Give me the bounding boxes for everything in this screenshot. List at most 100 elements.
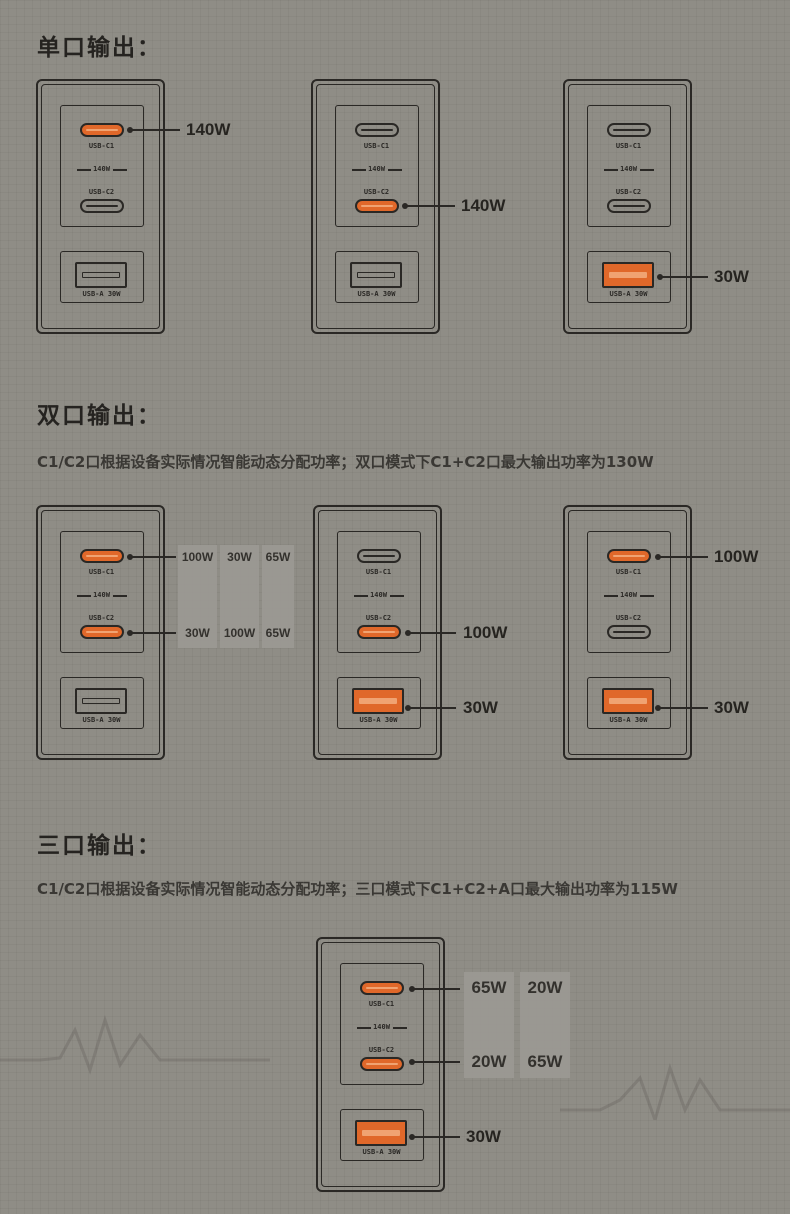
- background-waveform: [0, 1015, 790, 1120]
- c1-power-value: 30W: [227, 550, 252, 564]
- usb-c2-port-icon: [357, 625, 401, 639]
- usb-c2-port-icon: [80, 625, 124, 639]
- output-watt-label: 30W: [463, 698, 498, 717]
- usb-a-panel: USB-A 30W: [60, 677, 144, 729]
- usb-c1-port-icon: [357, 549, 401, 563]
- usb-c2-label: USB-C2: [88, 188, 115, 196]
- usb-c1-port-icon: [80, 123, 124, 137]
- charger-dual-c1-c2: USB-C1 140W USB-C2 USB-A 30W: [36, 505, 165, 760]
- usb-a-port-icon: [602, 262, 654, 288]
- divider: [77, 169, 91, 171]
- power-combo-column: 65W 20W: [464, 972, 514, 1078]
- c1-power-value: 65W: [265, 550, 291, 564]
- usb-c2-label: USB-C2: [363, 188, 390, 196]
- divider: [77, 595, 91, 597]
- usb-c-panel: USB-C1 140W USB-C2: [337, 531, 421, 653]
- leader-line: [409, 986, 460, 992]
- usb-a-label: USB-A 30W: [609, 290, 648, 298]
- rating-label: 140W: [93, 165, 110, 173]
- leader-line: [405, 630, 456, 636]
- output-watt-label: 140W: [461, 196, 506, 215]
- usb-c1-label: USB-C1: [615, 142, 642, 150]
- divider: [388, 169, 402, 171]
- leader-line: [127, 554, 176, 560]
- charger-single-a: USB-C1 140W USB-C2 USB-A 30W: [563, 79, 692, 334]
- rating-label: 140W: [368, 165, 385, 173]
- c1-power-value: 100W: [181, 550, 214, 564]
- usb-c1-port-icon: [355, 123, 399, 137]
- leader-line: [655, 705, 708, 711]
- rating-label: 140W: [620, 165, 637, 173]
- usb-c-panel: USB-C1 140W USB-C2: [335, 105, 419, 227]
- usb-c1-label: USB-C1: [368, 1000, 395, 1008]
- output-watt-label: 140W: [186, 120, 231, 139]
- usb-a-label: USB-A 30W: [82, 290, 121, 298]
- usb-a-panel: USB-A 30W: [335, 251, 419, 303]
- usb-c1-port-icon: [360, 981, 404, 995]
- c1-power-value: 20W: [527, 978, 563, 997]
- charger-dual-c2-a: USB-C1 140W USB-C2 USB-A 30W: [313, 505, 442, 760]
- c2-power-value: 30W: [185, 626, 210, 640]
- leader-line: [655, 554, 708, 560]
- usb-a-panel: USB-A 30W: [587, 677, 671, 729]
- rating-label: 140W: [93, 591, 110, 599]
- usb-a-port-icon: [75, 688, 127, 714]
- usb-a-panel: USB-A 30W: [340, 1109, 424, 1161]
- output-watt-label: 100W: [463, 623, 508, 642]
- usb-c1-port-icon: [607, 549, 651, 563]
- usb-c1-label: USB-C1: [615, 568, 642, 576]
- power-combo-column: 20W 65W: [520, 972, 570, 1078]
- output-watt-label: 30W: [714, 698, 749, 717]
- rating-label: 140W: [620, 591, 637, 599]
- power-combo-column: 30W 100W: [220, 545, 259, 648]
- usb-c2-port-icon: [607, 625, 651, 639]
- usb-c2-label: USB-C2: [615, 188, 642, 196]
- c2-power-value: 20W: [471, 1052, 507, 1071]
- usb-c2-port-icon: [355, 199, 399, 213]
- leader-line: [409, 1059, 460, 1065]
- charger-dual-c1-a: USB-C1 140W USB-C2 USB-A 30W: [563, 505, 692, 760]
- leader-line: [409, 1134, 460, 1140]
- divider: [640, 595, 654, 597]
- section-description-triple: C1/C2口根据设备实际情况智能动态分配功率；三口模式下C1+C2+A口最大输出…: [37, 880, 678, 898]
- leader-line: [127, 127, 180, 133]
- section-title-triple: 三口输出：: [37, 833, 162, 859]
- usb-a-label: USB-A 30W: [362, 1148, 401, 1156]
- c2-power-value: 65W: [527, 1052, 563, 1071]
- divider: [393, 1027, 407, 1029]
- usb-c-panel: USB-C1 140W USB-C2: [340, 963, 424, 1085]
- usb-c2-label: USB-C2: [88, 614, 115, 622]
- rating-label: 140W: [373, 1023, 390, 1031]
- leader-line: [402, 203, 455, 209]
- divider: [357, 1027, 371, 1029]
- usb-c2-label: USB-C2: [368, 1046, 395, 1054]
- leader-line: [657, 274, 708, 280]
- usb-a-port-icon: [602, 688, 654, 714]
- usb-c2-label: USB-C2: [365, 614, 392, 622]
- output-watt-label: 30W: [466, 1127, 501, 1146]
- divider: [113, 595, 127, 597]
- usb-c2-label: USB-C2: [615, 614, 642, 622]
- usb-c1-label: USB-C1: [88, 568, 115, 576]
- rating-label: 140W: [370, 591, 387, 599]
- usb-c-panel: USB-C1 140W USB-C2: [60, 531, 144, 653]
- usb-c-panel: USB-C1 140W USB-C2: [587, 531, 671, 653]
- section-description-dual: C1/C2口根据设备实际情况智能动态分配功率；双口模式下C1+C2口最大输出功率…: [37, 453, 654, 471]
- divider: [390, 595, 404, 597]
- c2-power-value: 65W: [265, 626, 291, 640]
- section-title-dual: 双口输出：: [37, 403, 162, 429]
- divider: [640, 169, 654, 171]
- usb-a-label: USB-A 30W: [359, 716, 398, 724]
- usb-a-panel: USB-A 30W: [60, 251, 144, 303]
- usb-c2-port-icon: [360, 1057, 404, 1071]
- power-combo-column: 65W 65W: [262, 545, 294, 648]
- divider: [354, 595, 368, 597]
- usb-a-port-icon: [75, 262, 127, 288]
- output-watt-label: 100W: [714, 547, 759, 566]
- divider: [113, 169, 127, 171]
- leader-line: [127, 630, 176, 636]
- usb-c2-port-icon: [80, 199, 124, 213]
- usb-a-port-icon: [355, 1120, 407, 1146]
- charger-single-c2: USB-C1 140W USB-C2 USB-A 30W: [311, 79, 440, 334]
- c1-power-value: 65W: [471, 978, 507, 997]
